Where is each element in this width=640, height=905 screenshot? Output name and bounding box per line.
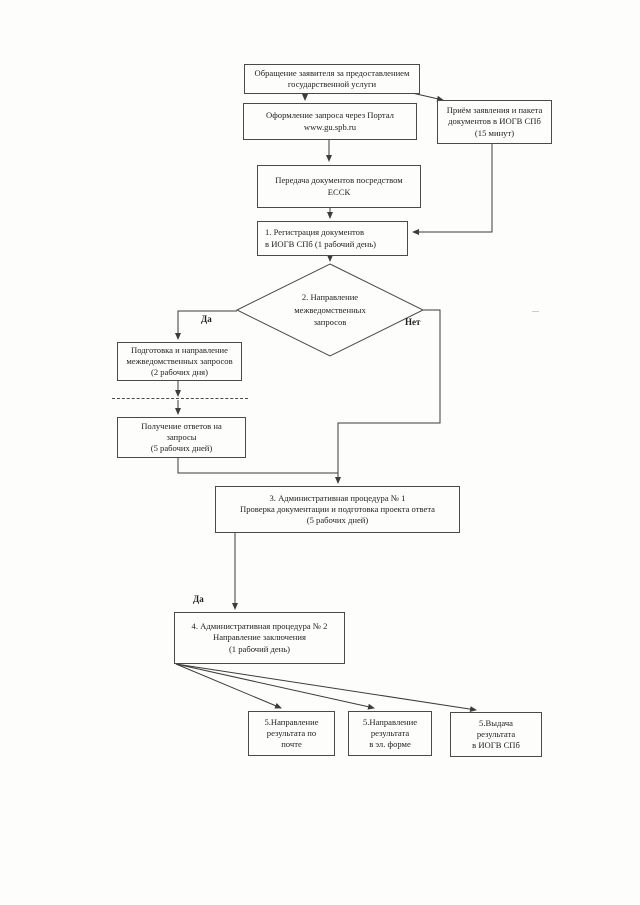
node-result-mail: 5.Направление результата по почте [248, 711, 335, 756]
node-result-eform: 5.Направление результата в эл. форме [348, 711, 432, 756]
connector-decision-yes-prepare [175, 310, 237, 340]
edge-label-no: Нет [405, 317, 421, 327]
node-registration: 1. Регистрация документов в ИОГВ СПб (1 … [257, 221, 408, 256]
node-decision-interagency: 2. Направление межведомственных запросов [294, 292, 366, 328]
scan-artifact [532, 311, 539, 312]
edge-label-yes-top: Да [201, 314, 212, 324]
connector-decision-no-procedure1 [335, 309, 441, 484]
node-result-iogv: 5.Выдача результата в ИОГВ СПб [450, 712, 542, 757]
connector-procedure2-iogv [175, 663, 477, 713]
connector-applicant-reception [411, 92, 444, 102]
node-procedure-2: 4. Административная процедура № 2 Направ… [174, 612, 345, 664]
connector-procedure2-eform [175, 663, 375, 710]
edge-label-yes-bottom: Да [193, 594, 204, 604]
node-reception-iogv: Приём заявления и пакета документов в ИО… [437, 100, 552, 144]
node-prepare-requests: Подготовка и направление межведомственны… [117, 342, 242, 381]
node-portal-request: Оформление запроса через Портал www.gu.s… [243, 103, 417, 140]
node-receive-answers: Получение ответов на запросы (5 рабочих … [117, 417, 246, 458]
node-procedure-1: 3. Административная процедура № 1 Провер… [215, 486, 460, 533]
connector-receive-junction [177, 458, 338, 474]
decision-diamond-shape [235, 263, 425, 357]
node-essk-transfer: Передача документов посредством ЕССК [257, 165, 421, 208]
connector-reception-registration [412, 144, 493, 235]
interagency-dashed-separator [112, 398, 248, 399]
connector-procedure2-mail [175, 663, 282, 709]
node-applicant-request: Обращение заявителя за предоставлением г… [244, 64, 420, 94]
